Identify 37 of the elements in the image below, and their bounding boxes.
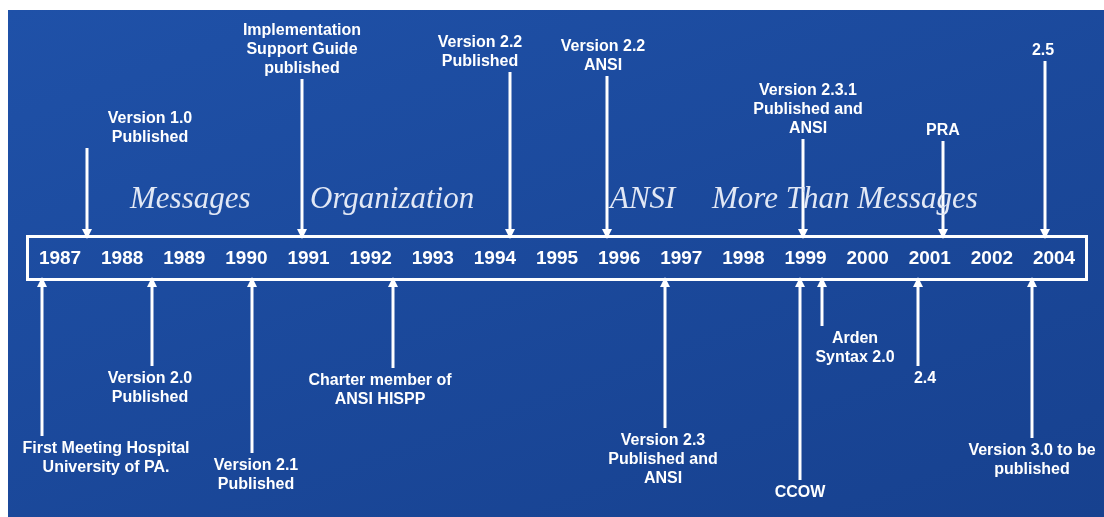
year-label: 1997 — [650, 238, 713, 278]
year-label: 1991 — [277, 238, 340, 278]
event-label: Version 2.0 Published — [90, 368, 210, 406]
year-label: 2001 — [898, 238, 961, 278]
event-label: Version 2.2 Published — [420, 32, 540, 70]
year-label: 1987 — [29, 238, 92, 278]
era-label: Messages — [130, 180, 251, 216]
year-label: 2002 — [960, 238, 1023, 278]
event-label: PRA — [915, 120, 971, 139]
event-label: Implementation Support Guide published — [232, 20, 372, 77]
year-label: 1988 — [91, 238, 154, 278]
event-label: Version 2.3 Published and ANSI — [600, 430, 726, 487]
year-label: 1990 — [215, 238, 278, 278]
timeline-bar — [26, 235, 1088, 281]
event-label: Version 2.2 ANSI — [548, 36, 658, 74]
event-label: Arden Syntax 2.0 — [815, 328, 895, 366]
event-label: CCOW — [770, 482, 830, 501]
year-label: 2000 — [836, 238, 899, 278]
event-label: Version 3.0 to be published — [960, 440, 1104, 478]
year-label: 1992 — [339, 238, 402, 278]
era-label: Organization — [310, 180, 475, 216]
event-label: Version 1.0 Published — [80, 108, 220, 146]
year-label: 1998 — [712, 238, 775, 278]
event-label: 2.4 — [905, 368, 945, 387]
event-label: Charter member of ANSI HISPP — [300, 370, 460, 408]
event-label: 2.5 — [1020, 40, 1066, 59]
event-label: Version 2.3.1 Published and ANSI — [748, 80, 868, 137]
year-label: 1996 — [588, 238, 651, 278]
event-label: First Meeting Hospital University of PA. — [20, 438, 192, 476]
year-label: 1995 — [526, 238, 589, 278]
year-label: 2004 — [1023, 238, 1086, 278]
era-label: ANSI — [610, 180, 676, 216]
year-label: 1994 — [463, 238, 526, 278]
year-label: 1999 — [774, 238, 837, 278]
event-label: Version 2.1 Published — [196, 455, 316, 493]
year-label: 1993 — [401, 238, 464, 278]
year-label: 1989 — [153, 238, 216, 278]
